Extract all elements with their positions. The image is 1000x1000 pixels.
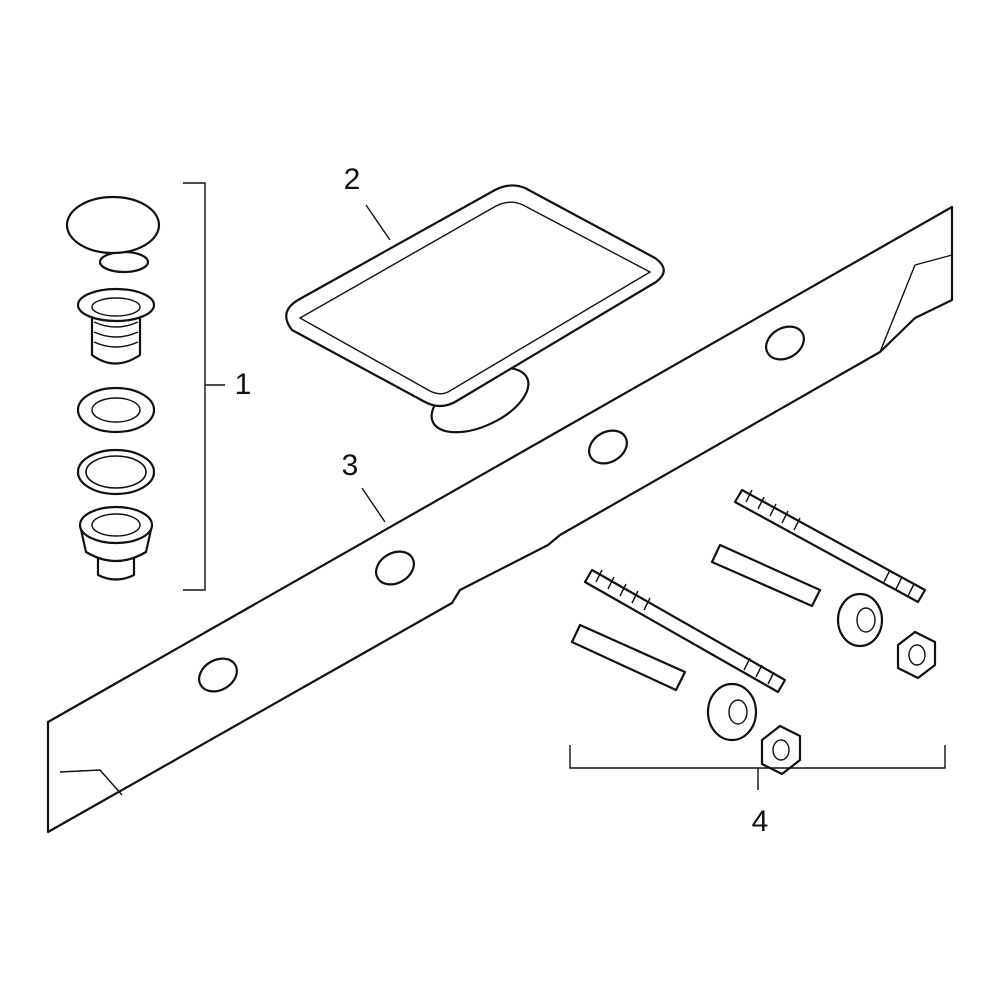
cover-plate [285, 184, 665, 434]
screw [583, 568, 787, 694]
washer [836, 592, 884, 648]
leader-part2 [365, 204, 391, 241]
wall-plug [570, 623, 687, 692]
label-part-3: 3 [341, 449, 359, 482]
rail-hole [588, 429, 628, 465]
bracket-part4 [569, 745, 946, 769]
rail-hole [198, 657, 238, 693]
wall-plug [710, 543, 822, 608]
washer [76, 386, 156, 434]
rail-hole [375, 550, 415, 586]
label-part-4: 4 [751, 805, 769, 838]
fixing-kit [570, 488, 937, 776]
drain-assembly [65, 195, 161, 581]
screw [733, 488, 927, 604]
leader-part3 [361, 487, 386, 523]
washer [706, 682, 758, 742]
rail-hole [765, 325, 805, 361]
mounting-rail [46, 205, 954, 834]
drain-cap [65, 195, 161, 255]
label-part-2: 2 [343, 163, 361, 196]
nut [760, 724, 802, 776]
label-part-1: 1 [234, 368, 252, 401]
nut [896, 630, 937, 680]
valve-stem [98, 250, 150, 274]
bracket-part1 [183, 182, 206, 591]
